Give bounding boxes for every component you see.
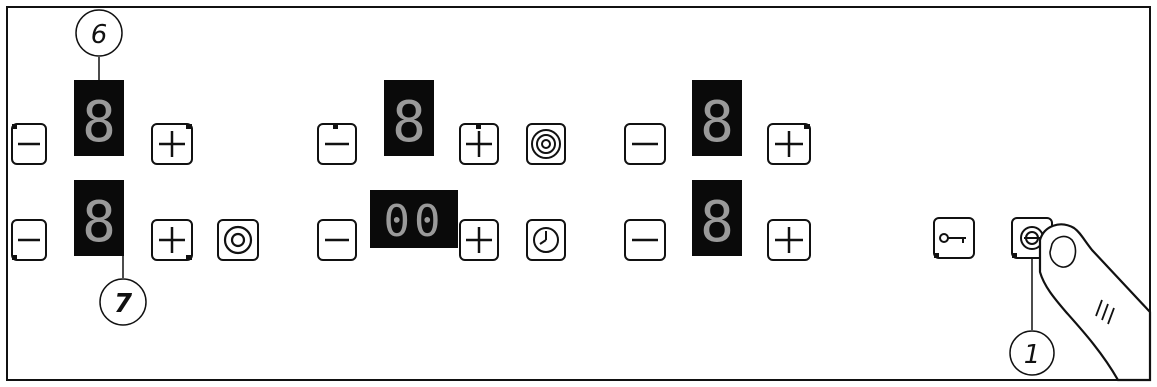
left-front-display: 8 [74, 180, 124, 256]
center-rear-digit: 8 [392, 90, 426, 155]
center-rear-display: 8 [384, 80, 434, 156]
right-front-display: 8 [692, 180, 742, 256]
center-rear-minus-button[interactable] [318, 124, 356, 164]
key-icon[interactable] [934, 218, 974, 258]
left-rear-minus-button[interactable] [12, 124, 46, 164]
right-front-digit: 8 [700, 190, 734, 255]
callout-7-label: 7 [114, 289, 133, 319]
callout-6-label: 6 [91, 20, 108, 50]
clock-icon[interactable] [527, 220, 565, 260]
timer-plus-button[interactable] [460, 220, 498, 260]
center-rear-plus-button[interactable] [460, 124, 498, 164]
left-front-minus-button[interactable] [12, 220, 46, 260]
triple-ring-icon[interactable] [527, 124, 565, 164]
right-rear-minus-button[interactable] [625, 124, 665, 164]
left-front-digit: 8 [82, 190, 116, 255]
right-front-minus-button[interactable] [625, 220, 665, 260]
left-front-plus-button[interactable] [152, 220, 192, 260]
panel-border [7, 7, 1150, 380]
right-rear-plus-button[interactable] [768, 124, 810, 164]
dual-zone-icon[interactable] [218, 220, 258, 260]
right-rear-digit: 8 [700, 90, 734, 155]
right-front-plus-button[interactable] [768, 220, 810, 260]
right-rear-display: 8 [692, 80, 742, 156]
timer-display: 00 [370, 190, 458, 248]
timer-minus-button[interactable] [318, 220, 356, 260]
callout-1-label: 1 [1024, 340, 1041, 370]
timer-digits: 00 [384, 196, 445, 247]
left-rear-digit: 8 [82, 90, 116, 155]
left-rear-display: 8 [74, 80, 124, 156]
left-rear-plus-button[interactable] [152, 124, 192, 164]
